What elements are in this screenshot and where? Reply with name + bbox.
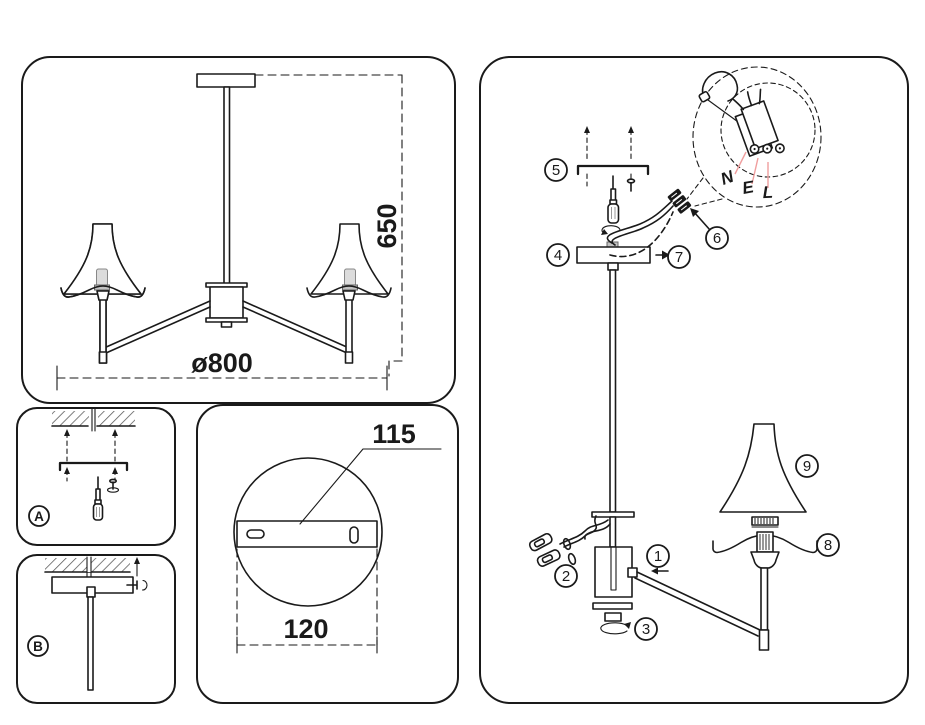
callout-8: 8 [816, 533, 840, 557]
bracket-slot-right [349, 526, 359, 544]
terminal-leaders [734, 151, 769, 188]
terminal-label-e: E [741, 177, 756, 198]
terminal-label-l: L [762, 183, 773, 202]
lift-arrow-icon [134, 557, 140, 577]
dimension-120: 120 [236, 548, 378, 654]
callout-6-arrow [690, 208, 711, 231]
screw-icon [106, 478, 120, 493]
bracket-slot-left [246, 529, 265, 539]
step-b-badge: B [27, 635, 49, 657]
rod-lower [609, 516, 617, 548]
canopy-disc [233, 457, 383, 607]
side-screw-icon [126, 579, 148, 591]
step-a-badge: A [28, 505, 50, 527]
right-arm [242, 300, 350, 354]
callout-3: 3 [634, 617, 658, 641]
slot-dim-label: 115 [372, 419, 416, 449]
rod-b [87, 596, 94, 691]
callout-7-arrow [655, 250, 670, 260]
callout-4: 4 [546, 243, 570, 267]
chandelier-front-view: 650 ø800 [56, 73, 403, 391]
leader-115 [299, 448, 442, 525]
assembly-arm [634, 571, 761, 637]
lamp-socket [750, 531, 780, 651]
step-a-label: A [34, 509, 44, 524]
screwdriver-icon-2 [607, 175, 620, 224]
svg-text:8: 8 [824, 537, 832, 554]
wire-connector [667, 188, 692, 214]
dimension-diameter: ø800 [56, 348, 388, 391]
height-dim-label: 650 [372, 203, 402, 248]
connector-plugs [528, 532, 577, 567]
rod-collar [607, 262, 619, 271]
supply-wires [606, 200, 674, 258]
ceiling-hatch [51, 408, 136, 432]
bracket-detail-panel [196, 404, 459, 704]
screw-icon-2 [626, 178, 636, 192]
hub-bottom-plate [592, 602, 633, 610]
assembly-bracket [576, 126, 650, 187]
assembly-rod [609, 269, 617, 513]
mounting-bracket [58, 461, 129, 472]
diameter-dim-label: ø800 [191, 348, 253, 378]
svg-text:2: 2 [562, 568, 570, 585]
canopy [196, 73, 256, 88]
step-a-illustration: A [28, 408, 136, 527]
rotate-arrow-icon [601, 225, 621, 235]
callout-2: 2 [554, 564, 578, 588]
width-dim-label: 120 [283, 614, 328, 644]
svg-text:7: 7 [675, 249, 683, 266]
down-rod [223, 86, 231, 286]
step-b-illustration: B [27, 556, 148, 691]
svg-text:5: 5 [552, 162, 560, 179]
hub-nut [604, 612, 622, 622]
twist-arrow-icon [600, 622, 631, 635]
assembly-hub [594, 546, 638, 598]
step-a-panel [16, 407, 176, 546]
left-arm [103, 300, 211, 354]
callout-7: 7 [667, 245, 691, 269]
svg-text:9: 9 [803, 458, 811, 475]
ceiling-hatch-b [44, 556, 131, 578]
svg-text:4: 4 [554, 247, 562, 264]
svg-text:1: 1 [654, 548, 662, 565]
callout-6: 6 [705, 226, 729, 250]
callout-9: 9 [795, 454, 819, 478]
bracket-detail-view: 115 120 [233, 419, 442, 654]
step-b-label: B [33, 639, 43, 654]
callout-5: 5 [544, 158, 568, 182]
shade-part [719, 423, 807, 513]
svg-text:6: 6 [713, 230, 721, 247]
dimension-height: 650 [254, 74, 403, 377]
terminal-block [732, 88, 785, 157]
callout-1-arrow [651, 567, 669, 575]
callout-1: 1 [646, 544, 670, 568]
center-hub [205, 282, 248, 328]
rod-joint [86, 586, 96, 598]
knurled-ring [751, 516, 779, 528]
assembly-panel [479, 56, 909, 704]
screwdriver-icon [92, 476, 104, 521]
alignment-guides [64, 429, 118, 482]
svg-text:3: 3 [642, 621, 650, 638]
